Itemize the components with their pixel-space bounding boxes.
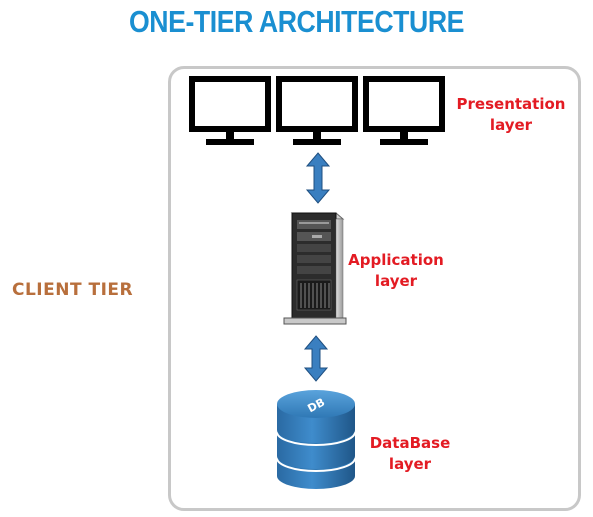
diagram-title: ONE-TIER ARCHITECTURE — [128, 4, 465, 39]
monitor-icon — [276, 76, 358, 145]
presentation-layer-label: Presentation layer — [452, 94, 570, 136]
application-layer-line1: Application — [348, 251, 444, 269]
database-layer-label: DataBase layer — [366, 433, 454, 475]
presentation-layer-line2: layer — [489, 116, 533, 134]
monitor-icon — [189, 76, 271, 145]
server-tower-icon — [283, 212, 347, 325]
database-layer-line1: DataBase — [369, 434, 451, 452]
database-layer-line2: layer — [388, 455, 432, 473]
double-arrow-icon — [305, 152, 331, 204]
double-arrow-icon — [303, 335, 329, 382]
monitor-icon — [363, 76, 445, 145]
presentation-layer-line1: Presentation — [456, 95, 566, 113]
database-cylinder-icon — [276, 390, 356, 489]
application-layer-label: Application layer — [346, 250, 446, 292]
client-tier-label: CLIENT TIER — [12, 280, 134, 300]
application-layer-line2: layer — [374, 272, 418, 290]
